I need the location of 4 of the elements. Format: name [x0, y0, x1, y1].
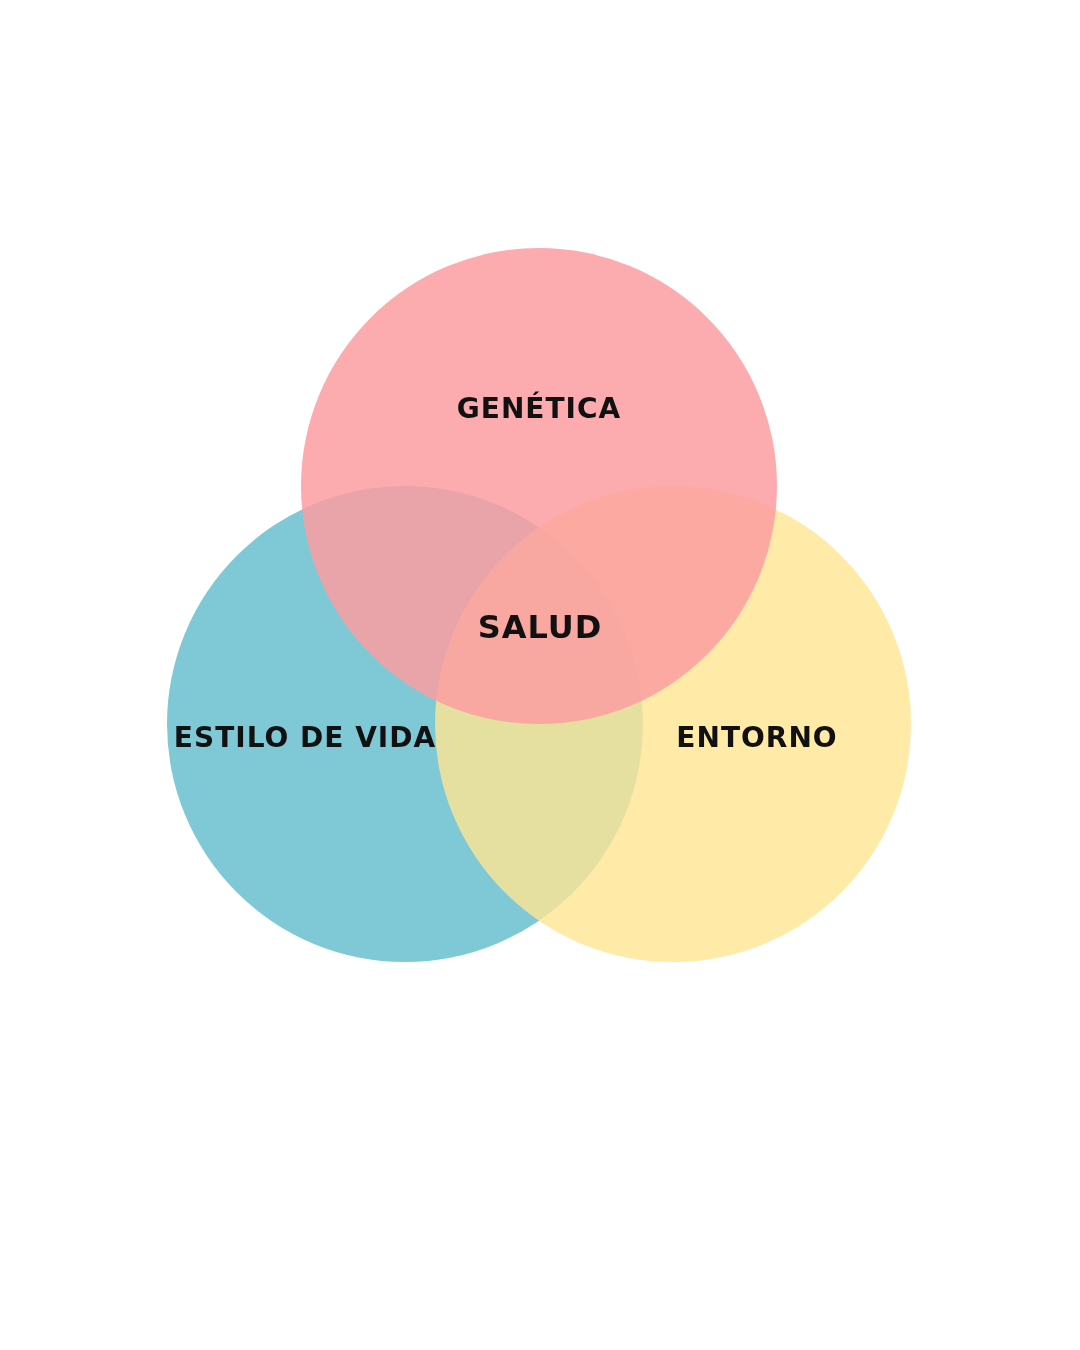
circle-label: ENTORNO	[676, 720, 838, 754]
circle-label: GENÉTICA	[456, 391, 622, 425]
circle-label: ESTILO DE VIDA	[173, 720, 437, 754]
intersection-label: SALUD	[477, 608, 603, 646]
